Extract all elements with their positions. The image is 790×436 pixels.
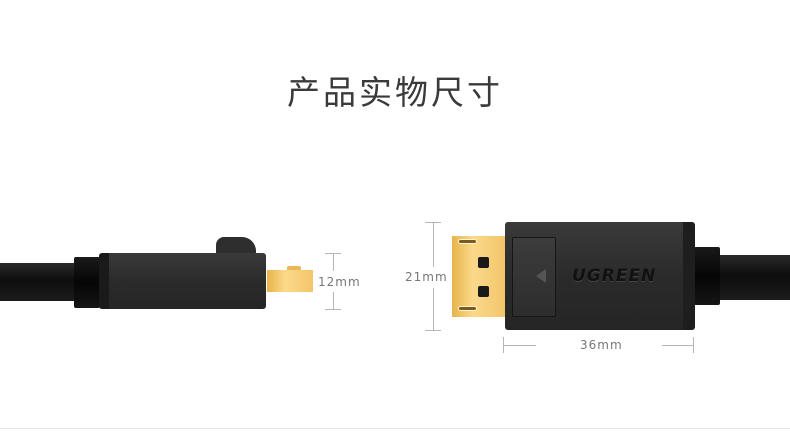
latch-button: [512, 237, 556, 317]
dimension-label: 12mm: [318, 275, 361, 289]
triangle-icon: [536, 269, 546, 283]
latch-hole: [478, 286, 489, 297]
page-title: 产品实物尺寸: [287, 73, 503, 112]
plug-housing: [99, 253, 266, 309]
divider: [0, 428, 790, 429]
cable-left: [0, 263, 76, 301]
latch-hole: [478, 257, 489, 268]
dimension-label: 21mm: [405, 270, 448, 284]
latch-tab: [216, 237, 256, 255]
gold-contacts: [452, 236, 505, 317]
brand-logo: UGREEN: [572, 266, 657, 286]
contact-tab: [287, 266, 301, 270]
gold-contacts: [267, 270, 313, 292]
pin-slot: [458, 239, 477, 244]
strain-relief: [74, 257, 100, 308]
dimension-label: 36mm: [580, 338, 623, 352]
strain-relief: [694, 247, 720, 305]
cable-right: [718, 255, 790, 300]
pin-slot: [458, 306, 477, 311]
